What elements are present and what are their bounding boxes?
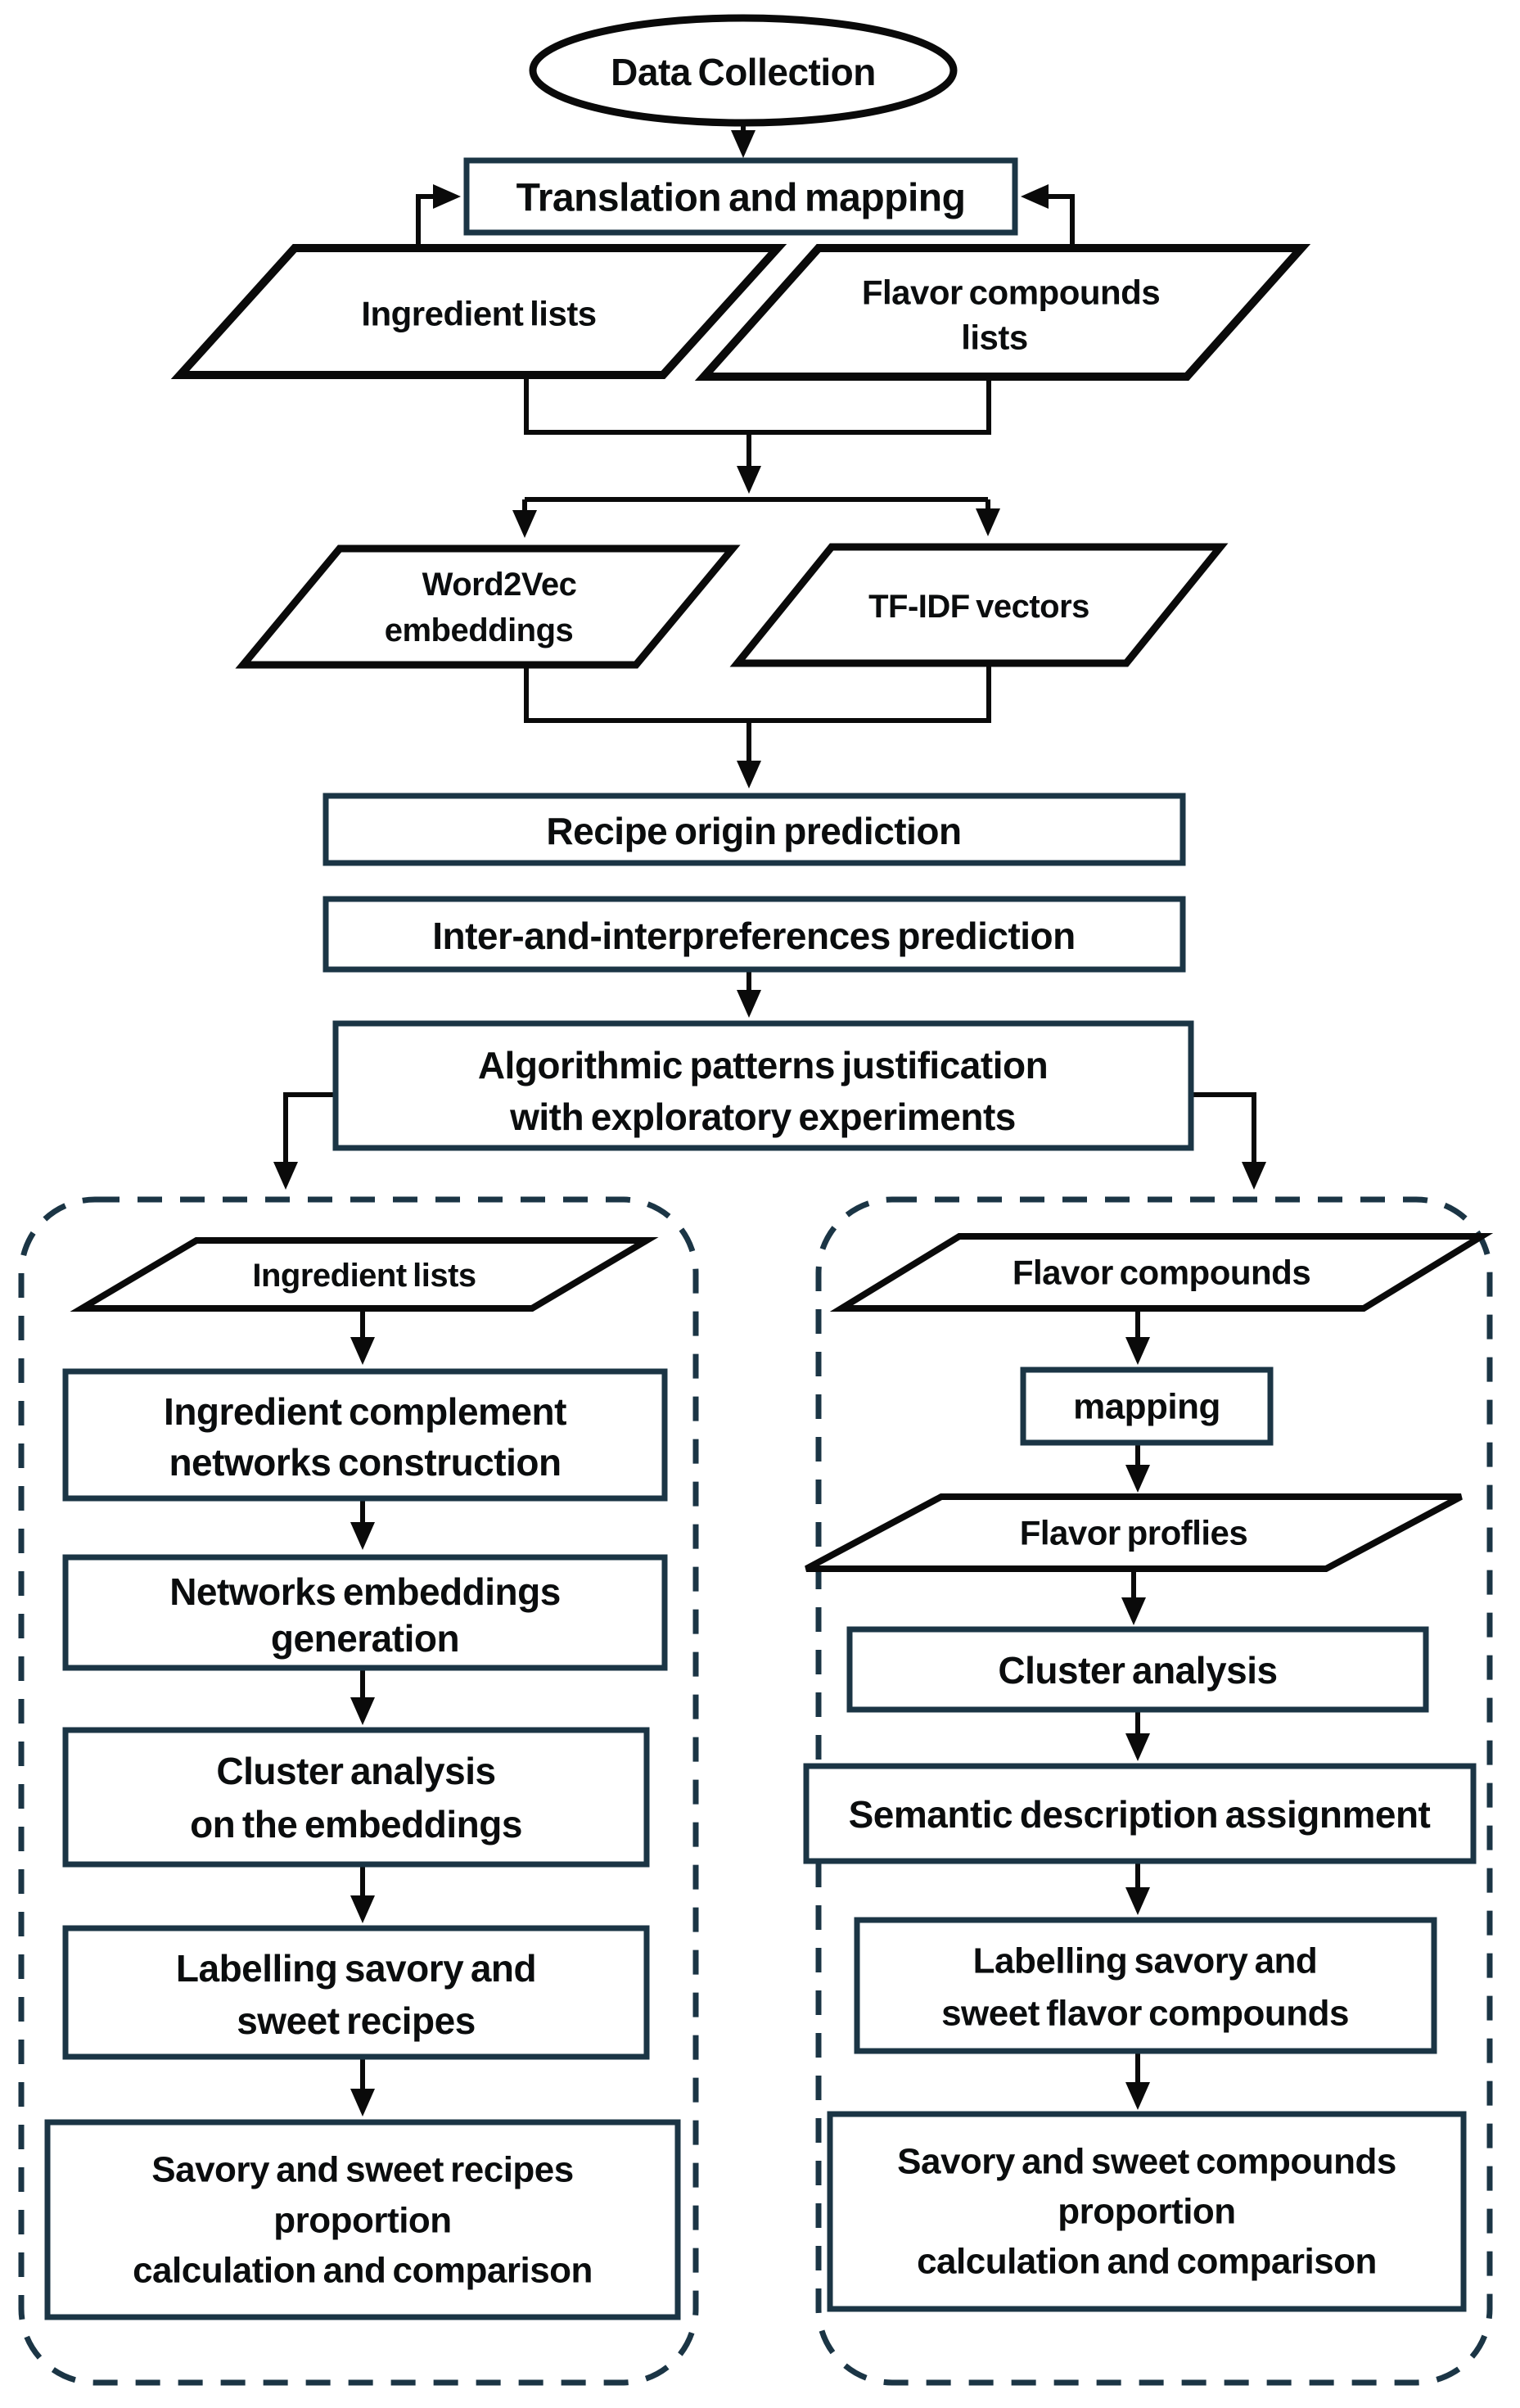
recipes-proportion-line3: calculation and comparison <box>133 2251 593 2291</box>
networks-embeddings-line2: generation <box>271 1617 459 1660</box>
node-left-cluster-analysis: Cluster analysis on the embeddings <box>62 1727 650 1868</box>
algorithmic-line1: Algorithmic patterns justification <box>478 1044 1048 1087</box>
branch-connector-right <box>1189 1092 1266 1190</box>
semantic-label: Semantic description assignment <box>849 1793 1431 1836</box>
flavor-compounds-lists-line1: Flavor compounds <box>862 273 1160 312</box>
compounds-proportion-line1: Savory and sweet compounds <box>897 2142 1396 2182</box>
node-networks-embeddings: Networks embeddings generation <box>62 1554 668 1671</box>
labelling-compounds-line2: sweet flavor compounds <box>941 1994 1349 2034</box>
node-right-cluster-analysis: Cluster analysis <box>846 1626 1429 1713</box>
flavor-profiles-label: Flavor proflies <box>1020 1514 1248 1552</box>
compounds-proportion-line3: calculation and comparison <box>917 2242 1377 2282</box>
branch-connector-left <box>273 1092 337 1190</box>
left-cluster-line2: on the embeddings <box>190 1803 522 1846</box>
right-flavor-compounds-label: Flavor compounds <box>1013 1254 1310 1292</box>
flavor-compounds-lists-line2: lists <box>961 319 1028 357</box>
feedback-arrow-right <box>1021 184 1075 248</box>
node-semantic-assignment: Semantic description assignment <box>803 1763 1477 1864</box>
tfidf-label: TF-IDF vectors <box>868 589 1089 625</box>
data-collection-label: Data Collection <box>611 51 876 93</box>
split-connector-vectors <box>512 497 1000 538</box>
labelling-compounds-line1: Labelling savory and <box>973 1941 1318 1981</box>
left-cluster-line1: Cluster analysis <box>216 1750 495 1792</box>
node-data-collection: Data Collection <box>529 14 958 127</box>
node-flavor-compounds-lists: Flavor compounds lists <box>694 244 1311 381</box>
node-right-flavor-compounds: Flavor compounds <box>829 1233 1494 1312</box>
node-flavor-profiles: Flavor proflies <box>805 1493 1463 1572</box>
complement-networks-line1: Ingredient complement <box>164 1390 566 1433</box>
left-ingredient-lists-label: Ingredient lists <box>252 1258 476 1294</box>
labelling-recipes-line1: Labelling savory and <box>176 1947 536 1990</box>
labelling-recipes-line2: sweet recipes <box>237 1999 476 2042</box>
recipe-origin-label: Recipe origin prediction <box>546 810 961 852</box>
merge-connector-lists <box>524 373 991 494</box>
word2vec-line2: embeddings <box>385 612 574 648</box>
node-labelling-recipes: Labelling savory and sweet recipes <box>62 1925 650 2060</box>
node-translation-mapping: Translation and mapping <box>463 157 1018 236</box>
networks-embeddings-line1: Networks embeddings <box>169 1570 561 1613</box>
node-preferences-prediction: Inter-and-interpreferences prediction <box>322 896 1186 973</box>
merge-connector-vectors <box>524 662 991 788</box>
node-labelling-compounds: Labelling savory and sweet flavor compou… <box>854 1917 1437 2054</box>
ingredient-lists-top-label: Ingredient lists <box>361 295 596 333</box>
node-tfidf-vectors: TF-IDF vectors <box>729 543 1229 667</box>
word2vec-line1: Word2Vec <box>422 567 577 603</box>
complement-networks-line2: networks construction <box>169 1441 561 1484</box>
left-branch-container <box>18 1196 699 2386</box>
node-mapping: mapping <box>1020 1367 1274 1446</box>
recipes-proportion-line1: Savory and sweet recipes <box>151 2150 574 2190</box>
algorithmic-line2: with exploratory experiments <box>509 1096 1016 1138</box>
node-compounds-proportion: Savory and sweet compounds proportion ca… <box>827 2111 1467 2312</box>
mapping-label: mapping <box>1073 1387 1220 1427</box>
node-recipes-proportion: Savory and sweet recipes proportion calc… <box>44 2119 681 2320</box>
recipes-proportion-line2: proportion <box>273 2201 451 2241</box>
node-word2vec-embeddings: Word2Vec embeddings <box>235 544 741 669</box>
translation-mapping-label: Translation and mapping <box>516 177 966 220</box>
node-recipe-origin-prediction: Recipe origin prediction <box>322 793 1186 866</box>
feedback-arrow-left <box>416 184 461 248</box>
node-complement-networks: Ingredient complement networks construct… <box>62 1368 668 1502</box>
preferences-label: Inter-and-interpreferences prediction <box>432 915 1076 957</box>
node-algorithmic-justification: Algorithmic patterns justification with … <box>332 1020 1194 1151</box>
node-left-ingredient-lists: Ingredient lists <box>70 1237 659 1312</box>
right-cluster-label: Cluster analysis <box>998 1649 1277 1692</box>
node-ingredient-lists-top: Ingredient lists <box>170 244 787 379</box>
compounds-proportion-line2: proportion <box>1058 2192 1235 2232</box>
